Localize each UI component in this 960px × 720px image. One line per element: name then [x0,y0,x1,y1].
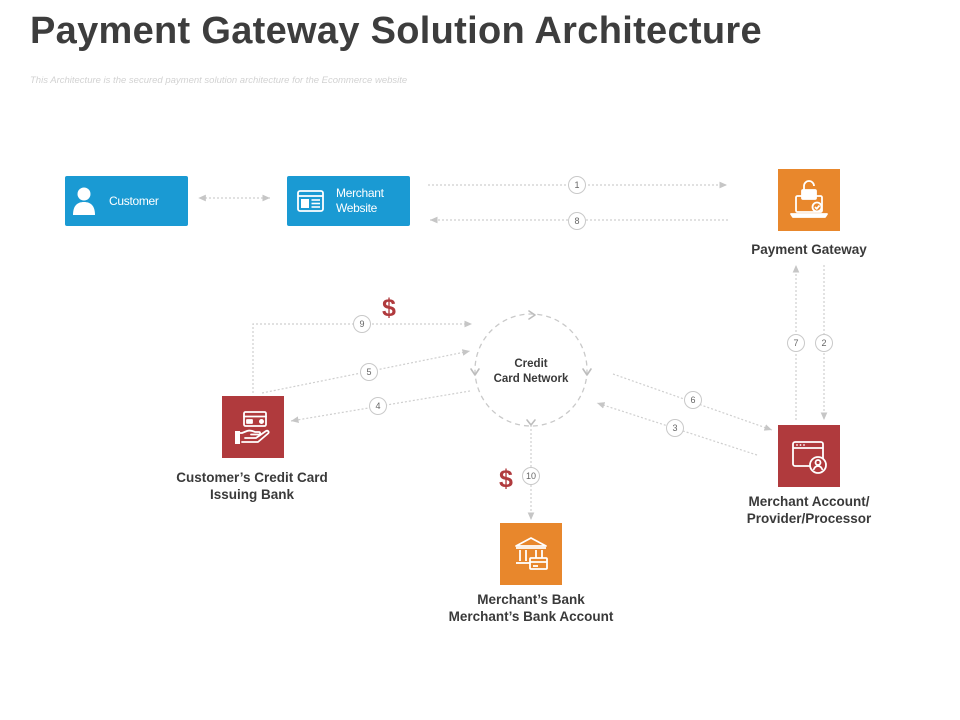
dollar-sign-top: $ [382,294,396,322]
step-badge-9: 9 [353,315,371,333]
circle-chevron-left [470,368,480,376]
credit-card-network-label-line1: Credit [514,358,548,370]
step-badge-8: 8 [568,212,586,230]
step-badge-7: 7 [787,334,805,352]
merchant-account-tile [778,425,840,487]
issuing-bank-label-line1: Customer’s Credit Card [176,470,328,485]
card-in-hand-icon [233,407,273,447]
page-title: Payment Gateway Solution Architecture [30,10,762,52]
credit-card-network-label: Credit Card Network [494,357,569,387]
bank-icon [510,533,552,575]
step-badge-1: 1 [568,176,586,194]
step-badge-3: 3 [666,419,684,437]
step-badge-5: 5 [360,363,378,381]
customer-node: Customer [65,176,188,226]
merchant-website-node: Merchant Website [287,176,410,226]
person-icon [72,186,96,216]
issuing-bank-label-line2: Issuing Bank [209,487,295,502]
merchant-website-label-line1: Merchant [336,186,384,200]
merchant-account-label: Merchant Account/ Provider/Processor [747,493,872,527]
step-badge-6: 6 [684,391,702,409]
step-badge-2: 2 [815,334,833,352]
step-badge-10: 10 [522,467,540,485]
merchant-bank-label-line1: Merchant’s Bank [477,592,585,607]
browser-window-icon [297,190,324,212]
connector-step-5 [261,349,471,394]
payment-gateway-tile [778,169,840,231]
connector-step-9 [252,320,472,393]
merchant-bank-label-line2: Merchant’s Bank Account [448,609,614,624]
merchant-bank-tile [500,523,562,585]
issuing-bank-label: Customer’s Credit Card Issuing Bank [176,469,328,503]
page-subtitle: This Architecture is the secured payment… [30,75,408,86]
circle-chevron-right [582,368,592,376]
laptop-lock-icon [788,179,830,221]
dollar-sign-bottom: $ [499,465,513,493]
merchant-website-label-line2: Website [336,201,378,215]
merchant-website-label: Merchant Website [336,186,384,216]
payment-gateway-label: Payment Gateway [751,242,867,257]
step-badge-4: 4 [369,397,387,415]
merchant-account-label-line1: Merchant Account/ [748,494,870,509]
customer-label: Customer [109,193,159,208]
credit-card-network-label-line2: Card Network [493,373,569,385]
merchant-account-label-line2: Provider/Processor [746,511,872,526]
credit-card-network-circle [474,313,588,427]
issuing-bank-tile [222,396,284,458]
circle-chevron-top [528,310,536,320]
browser-user-icon [788,435,830,477]
circle-chevron-bottom [526,419,536,426]
merchant-bank-label: Merchant’s Bank Merchant’s Bank Account [449,591,614,625]
